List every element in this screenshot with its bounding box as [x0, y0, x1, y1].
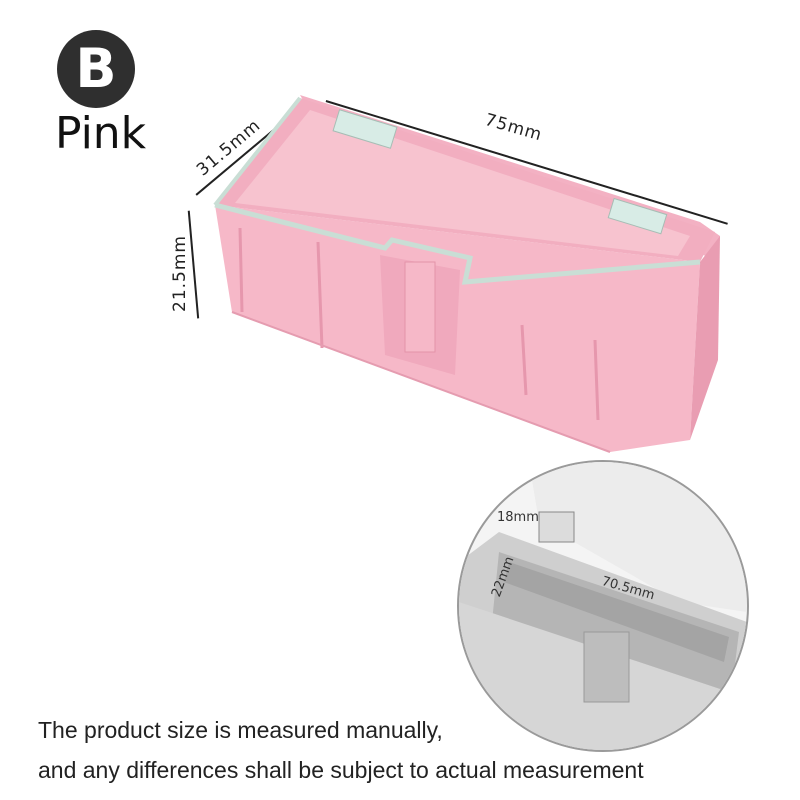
gray-box-interior-image — [459, 462, 747, 750]
interior-detail-inset: 18mm 22mm 70.5mm — [457, 460, 749, 752]
disclaimer-line-1: The product size is measured manually, — [38, 717, 443, 743]
variant-badge: B — [57, 30, 135, 108]
color-name: Pink — [55, 108, 147, 159]
variant-letter: B — [75, 37, 117, 100]
disclaimer-line-2: and any differences shall be subject to … — [38, 757, 644, 783]
inner-width-label: 18mm — [497, 510, 539, 525]
